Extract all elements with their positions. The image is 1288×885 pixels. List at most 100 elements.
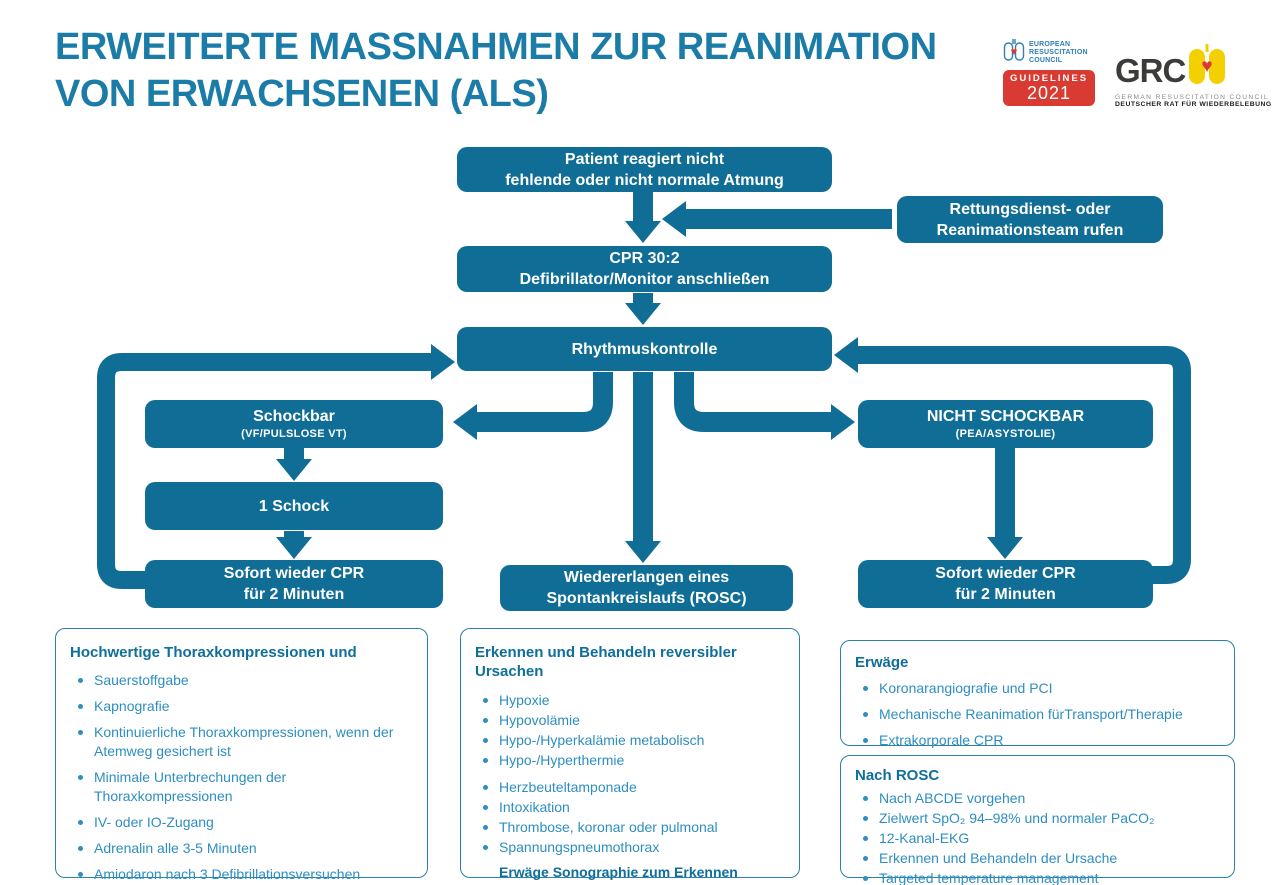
infobox-causes-group1: Hypoxie Hypovolämie Hypo-/Hyperkalämie m…: [475, 691, 785, 770]
node-one-shock: 1 Schock: [145, 482, 443, 530]
arrow-rhythm-to-nonshockable-shaft: [674, 372, 831, 432]
infobox-consider: Erwäge Koronarangiografie und PCI Mechan…: [840, 640, 1235, 748]
list-item: Koronarangiografie und PCI: [855, 679, 1220, 698]
node-rosc-line2: Spontankreislaufs (ROSC): [546, 590, 747, 607]
node-call-team-line2: Reanimationsteam rufen: [936, 221, 1124, 239]
infobox-causes-title: Erkennen und Behandeln reversibler Ursac…: [475, 644, 737, 680]
guidelines-label: GUIDELINES: [1009, 73, 1089, 84]
node-cpr-line1: CPR 30:2: [609, 250, 680, 267]
svg-text:♥: ♥: [1202, 56, 1213, 77]
infobox-causes-footer: Erwäge Sonographie zum Erkennen reversib…: [499, 864, 738, 885]
arrowhead-cpr-to-rhythm: [625, 303, 661, 325]
erc-name-line1: EUROPEAN: [1029, 40, 1071, 48]
node-cpr-2min-right: Sofort wieder CPR für 2 Minuten: [858, 560, 1153, 608]
list-item: Erkennen und Behandeln der Ursache: [855, 849, 1220, 868]
node-cpr-line2: Defibrillator/Monitor anschließen: [519, 271, 770, 288]
arrowhead-shockable-to-shock: [276, 459, 312, 481]
infobox-causes-group2: Herzbeuteltamponade Intoxikation Thrombo…: [475, 778, 785, 857]
erc-name-line3: COUNCIL: [1029, 56, 1063, 64]
node-call-team-line1: Rettungsdienst- oder: [949, 200, 1111, 218]
list-item: Targeted temperature management: [855, 869, 1220, 885]
page-title-line1: ERWEITERTE MASSNAHMEN ZUR REANIMATION: [55, 26, 937, 68]
node-cpr2min-left-line1: Sofort wieder CPR: [223, 565, 365, 582]
node-rosc-line1: Wiedererlangen eines: [563, 569, 730, 586]
list-item: Kapnografie: [70, 697, 413, 716]
node-non-shockable: NICHT SCHOCKBAR (PEA/ASYSTOLIE): [858, 400, 1153, 448]
page-title: ERWEITERTE MASSNAHMEN ZUR REANIMATION VO…: [55, 24, 937, 118]
list-item: IV- oder IO-Zugang: [70, 813, 413, 832]
node-patient-unresponsive: Patient reagiert nicht fehlende oder nic…: [457, 147, 832, 192]
node-rosc: Wiedererlangen eines Spontankreislaufs (…: [500, 565, 793, 611]
list-item: Zielwert SpO₂ 94–98% und normaler PaCO₂: [855, 809, 1220, 828]
list-item: Mechanische Reanimation fürTransport/The…: [855, 705, 1220, 724]
infobox-consider-title: Erwäge: [855, 654, 909, 671]
node-cpr-2min-left: Sofort wieder CPR für 2 Minuten: [145, 560, 443, 608]
node-one-shock-label: 1 Schock: [258, 497, 330, 515]
erc-guidelines-logo: ♥ EUROPEAN RESUSCITATION COUNCIL GUIDELI…: [1003, 38, 1095, 106]
arrowhead-shock-to-cpr2min: [276, 537, 312, 559]
arrow-rhythm-to-shockable-shaft: [477, 372, 613, 432]
node-rhythm-label: Rhythmuskontrolle: [571, 340, 718, 358]
list-item: Intoxikation: [475, 798, 785, 817]
arrowhead-rhythm-to-nonshockable: [831, 404, 855, 440]
arrowhead-patient-to-cpr: [625, 221, 661, 243]
list-item: Adrenalin alle 3-5 Minuten: [70, 839, 413, 858]
node-patient-line1: Patient reagiert nicht: [564, 150, 725, 168]
arrowhead-nonshockable-to-cpr2min: [987, 537, 1023, 559]
guidelines-year: 2021: [1026, 83, 1072, 103]
node-cpr2min-left-line2: für 2 Minuten: [243, 586, 345, 603]
list-item: Hypo-/Hyperthermie: [475, 751, 785, 770]
erc-logo-top: ♥ EUROPEAN RESUSCITATION COUNCIL: [1003, 38, 1095, 67]
grc-logo: GRC ♥ GERMAN RESUSCITATION COUNCIL DEUTS…: [1115, 44, 1272, 108]
node-rhythm-check: Rhythmuskontrolle: [457, 327, 832, 371]
list-item: Extrakorporale CPR: [855, 731, 1220, 750]
grc-sub-english: GERMAN RESUSCITATION COUNCIL: [1115, 94, 1269, 101]
node-non-shockable-line2: (PEA/ASYSTOLIE): [955, 428, 1056, 440]
svg-text:♥: ♥: [1011, 46, 1018, 58]
grc-acronym: GRC: [1115, 52, 1186, 89]
list-item: Hypovolämie: [475, 711, 785, 730]
erc-lungs-heart-icon: ♥: [1003, 38, 1025, 67]
list-item: 12-Kanal-EKG: [855, 829, 1220, 848]
infobox-quality-title: Hochwertige Thoraxkompressionen und: [70, 644, 357, 661]
list-item: Amiodaron nach 3 Defibrillationsversuche…: [70, 865, 413, 884]
loop-right-shaft: [858, 346, 1191, 584]
node-cpr2min-right-line2: für 2 Minuten: [955, 586, 1056, 603]
erc-name: EUROPEAN RESUSCITATION COUNCIL: [1029, 41, 1088, 65]
infobox-reversible-causes: Erkennen und Behandeln reversibler Ursac…: [460, 628, 800, 885]
node-shockable-line2: (VF/PULSLOSE VT): [241, 428, 347, 440]
node-patient-line2: fehlende oder nicht normale Atmung: [505, 171, 784, 189]
infobox-consider-list: Koronarangiografie und PCI Mechanische R…: [855, 679, 1220, 750]
infobox-quality-compressions: Hochwertige Thoraxkompressionen und Saue…: [55, 628, 428, 882]
list-item: Sauerstoffgabe: [70, 671, 413, 690]
node-cpr-30-2: CPR 30:2 Defibrillator/Monitor anschließ…: [457, 246, 832, 292]
arrowhead-callteam: [662, 201, 686, 237]
page-title-line2: VON ERWACHSENEN (ALS): [55, 73, 549, 115]
node-shockable: Schockbar (VF/PULSLOSE VT): [145, 400, 443, 448]
list-item: Hypo-/Hyperkalämie metabolisch: [475, 731, 785, 750]
node-non-shockable-line1: NICHT SCHOCKBAR: [926, 408, 1085, 425]
arrowhead-rhythm-to-rosc: [625, 541, 661, 563]
loop-left-shaft: [97, 353, 431, 589]
list-item: Hypoxie: [475, 691, 785, 710]
arrowhead-loop-right: [834, 337, 858, 373]
infobox-after-rosc-list: Nach ABCDE vorgehen Zielwert SpO₂ 94–98%…: [855, 789, 1220, 885]
list-item: Thrombose, koronar oder pulmonal: [475, 818, 785, 837]
arrowhead-loop-left: [431, 344, 455, 380]
node-call-rescue-team: Rettungsdienst- oder Reanimationsteam ru…: [897, 196, 1163, 243]
arrowhead-rhythm-to-shockable: [453, 404, 477, 440]
infobox-after-rosc: Nach ROSC Nach ABCDE vorgehen Zielwert S…: [840, 755, 1235, 885]
list-item: Herzbeuteltamponade: [475, 778, 785, 797]
grc-logo-row: GRC ♥: [1115, 44, 1247, 91]
list-item: Spannungspneumothorax: [475, 838, 785, 857]
infobox-after-rosc-title: Nach ROSC: [855, 767, 940, 784]
grc-lungs-heart-icon: ♥: [1188, 44, 1226, 91]
guidelines-2021-badge: GUIDELINES 2021: [1003, 70, 1095, 106]
list-item: Nach ABCDE vorgehen: [855, 789, 1220, 808]
list-item: Minimale Unterbrechungen der Thoraxkompr…: [70, 768, 413, 806]
grc-sub-german: DEUTSCHER RAT FÜR WIEDERBELEBUNG: [1115, 101, 1272, 108]
node-shockable-line1: Schockbar: [253, 408, 335, 425]
node-cpr2min-right-line1: Sofort wieder CPR: [935, 565, 1076, 582]
